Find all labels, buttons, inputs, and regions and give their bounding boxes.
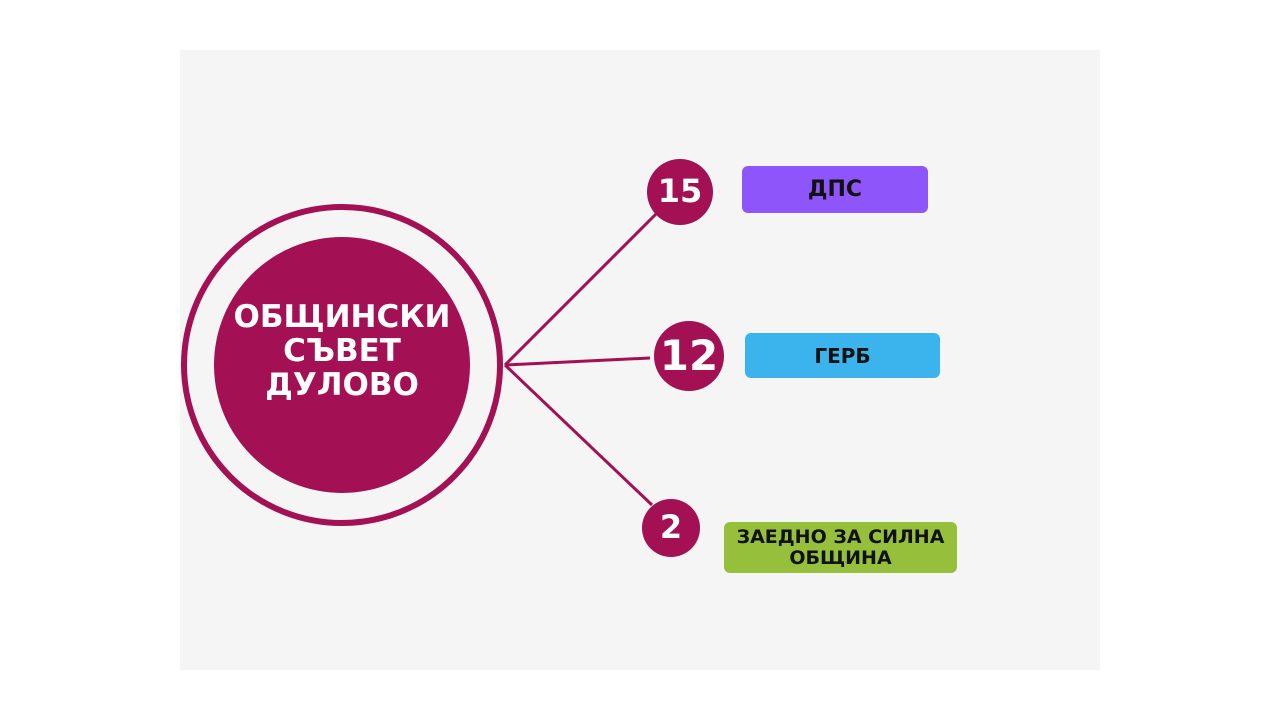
outer-ring — [181, 204, 503, 526]
party-label-dps: ДПС — [742, 166, 928, 213]
center-title-line: ОБЩИНСКИ — [233, 299, 451, 335]
center-title-line: СЪВЕТ — [283, 333, 401, 369]
party-label-zaedno: ЗАЕДНО ЗА СИЛНА ОБЩИНА — [724, 522, 957, 573]
center-disc — [214, 237, 470, 493]
seat-circle — [654, 321, 724, 391]
seat-count-zaedno: 2 — [659, 508, 683, 546]
party-label-gerb: ГЕРБ — [745, 333, 940, 378]
connector-line — [503, 210, 660, 367]
connector-line — [503, 363, 654, 507]
seat-count-gerb: 12 — [659, 331, 719, 380]
center-title-line: ДУЛОВО — [265, 367, 419, 403]
party-name: ГЕРБ — [814, 343, 871, 368]
seat-count-dps: 15 — [657, 172, 703, 210]
party-name: ДПС — [807, 177, 863, 202]
seat-circle — [642, 499, 700, 557]
seat-circle — [647, 159, 713, 225]
center-title: ОБЩИНСКИ СЪВЕТ ДУЛОВО — [214, 300, 470, 402]
party-name: ЗАЕДНО ЗА СИЛНА ОБЩИНА — [736, 525, 945, 569]
connector-line — [504, 356, 651, 367]
